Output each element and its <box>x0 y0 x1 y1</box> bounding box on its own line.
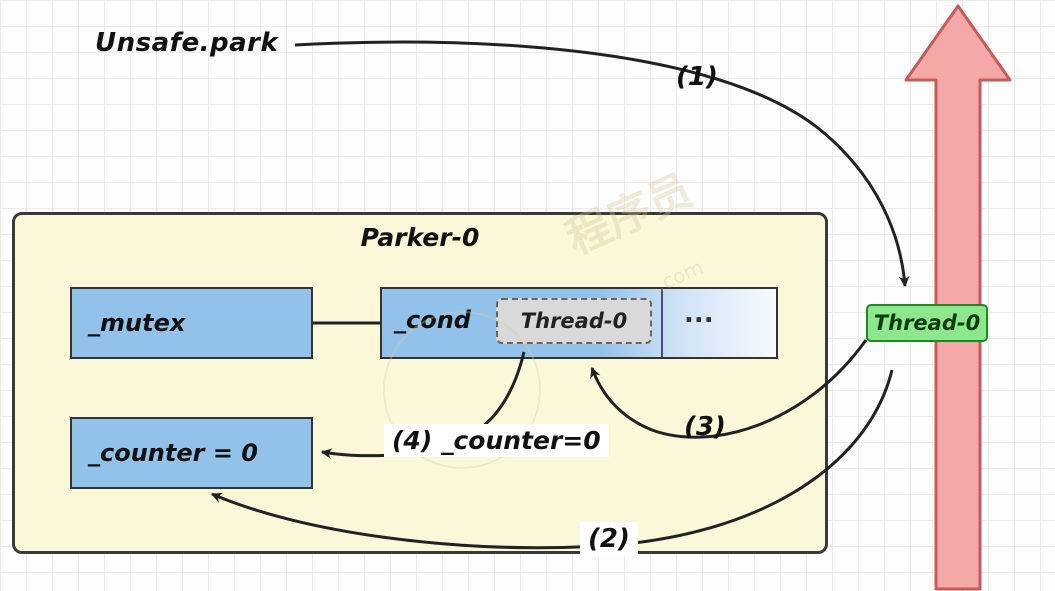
mutex-box: _mutex <box>70 287 313 359</box>
big-up-arrow <box>904 4 1012 591</box>
mutex-label: _mutex <box>88 309 186 337</box>
thread-box: Thread-0 <box>866 304 988 342</box>
step-3-label: (3) <box>684 412 726 442</box>
cond-queue-thread-item: Thread-0 <box>496 298 652 344</box>
step-2-label: (2) <box>580 522 638 556</box>
parker-title: Parker-0 <box>360 223 480 252</box>
counter-box: _counter = 0 <box>70 417 313 489</box>
thread-box-label: Thread-0 <box>873 311 981 335</box>
cond-ellipsis: ... <box>684 299 714 329</box>
counter-label: _counter = 0 <box>88 439 258 467</box>
cond-queue-thread-label: Thread-0 <box>520 309 628 333</box>
step-1-label: (1) <box>676 62 718 92</box>
parker-container: Parker-0 <box>12 212 828 554</box>
unsafe-park-label: Unsafe.park <box>95 28 279 58</box>
cond-box: _cond Thread-0 ... <box>380 287 778 359</box>
cond-divider <box>661 289 663 357</box>
cond-label: _cond <box>394 306 471 334</box>
step-4-label: (4) _counter=0 <box>384 424 609 457</box>
